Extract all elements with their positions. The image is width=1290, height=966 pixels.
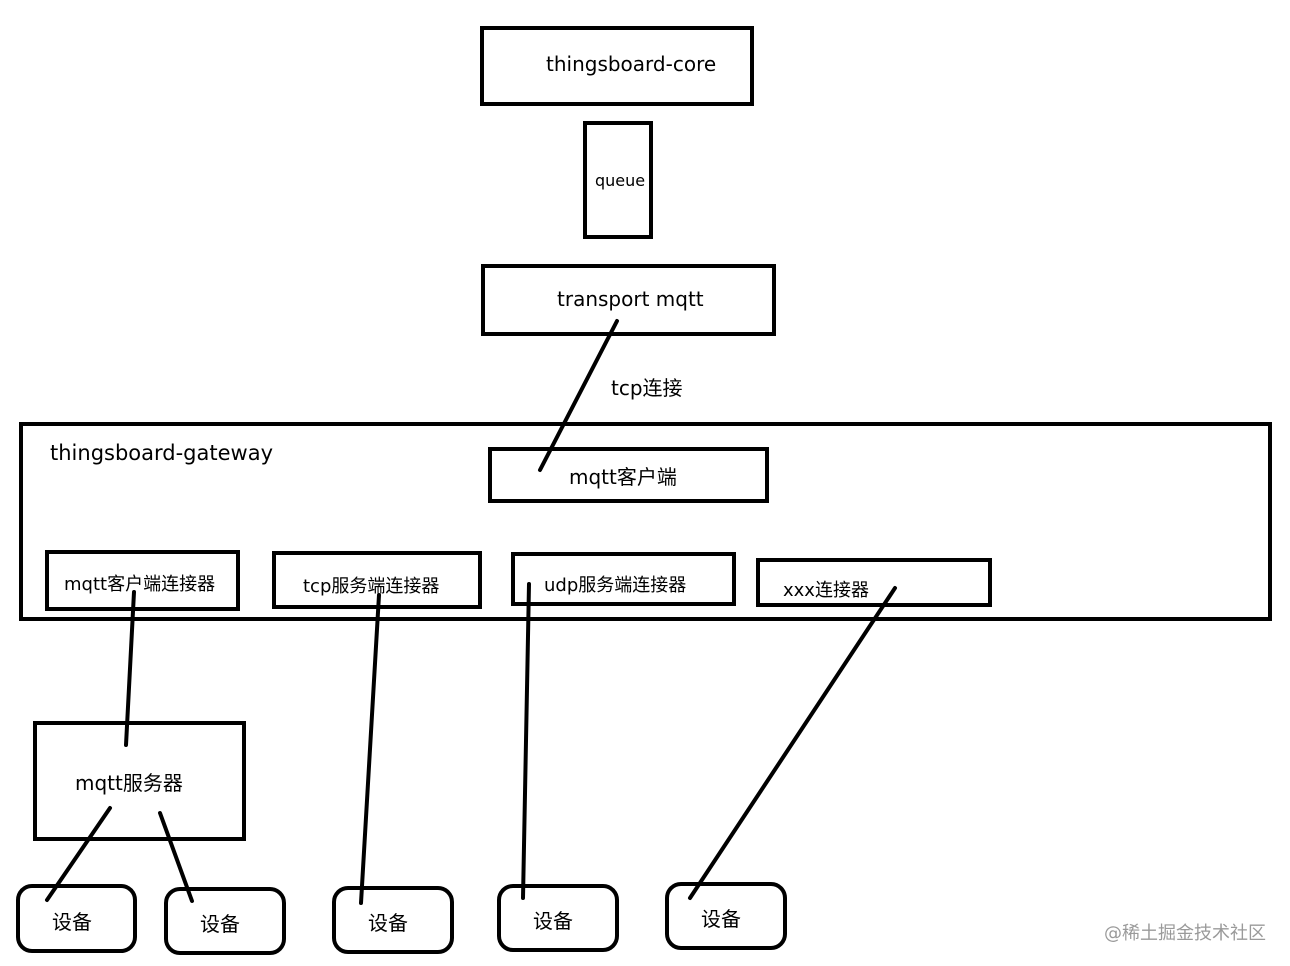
queue-box bbox=[583, 121, 653, 239]
line-mqtt-server-to-device-2 bbox=[158, 811, 194, 903]
queue-label: queue bbox=[595, 171, 646, 190]
device-label: 设备 bbox=[533, 909, 573, 933]
line-mqtt-server-to-device-1 bbox=[45, 806, 112, 902]
device-label: 设备 bbox=[200, 912, 240, 936]
line-transport-to-mqtt-client bbox=[538, 319, 619, 472]
transport-mqtt-label: transport mqtt bbox=[557, 287, 704, 311]
line-xxx-connector-to-device bbox=[688, 586, 897, 900]
thingsboard-core-box bbox=[480, 26, 754, 106]
connector-mqtt-client-label: mqtt客户端连接器 bbox=[64, 574, 216, 595]
tcp-connection-label: tcp连接 bbox=[611, 376, 683, 400]
device-box bbox=[665, 882, 787, 950]
device-label: 设备 bbox=[52, 910, 92, 934]
connector-tcp-server-label: tcp服务端连接器 bbox=[303, 576, 440, 597]
connector-mqtt-client-box bbox=[45, 550, 240, 611]
connector-xxx-label: xxx连接器 bbox=[783, 580, 869, 601]
connector-udp-server-label: udp服务端连接器 bbox=[544, 575, 687, 596]
line-tcp-connector-to-device bbox=[359, 593, 381, 905]
device-label: 设备 bbox=[701, 907, 741, 931]
mqtt-client-label: mqtt客户端 bbox=[569, 465, 677, 489]
connector-udp-server-box bbox=[511, 552, 736, 606]
device-box bbox=[497, 884, 619, 952]
mqtt-server-label: mqtt服务器 bbox=[75, 771, 183, 795]
gateway-title: thingsboard-gateway bbox=[50, 441, 274, 465]
device-box bbox=[16, 884, 137, 953]
line-udp-connector-to-device bbox=[521, 582, 531, 900]
connector-xxx-box bbox=[756, 558, 992, 607]
gateway-box bbox=[19, 422, 1272, 621]
device-box bbox=[332, 886, 454, 954]
transport-mqtt-box bbox=[481, 264, 776, 336]
device-box bbox=[164, 887, 286, 955]
watermark: @稀土掘金技术社区 bbox=[1104, 923, 1266, 944]
mqtt-client-box bbox=[488, 447, 769, 503]
device-label: 设备 bbox=[368, 911, 408, 935]
mqtt-server-box bbox=[33, 721, 246, 841]
thingsboard-core-label: thingsboard-core bbox=[546, 52, 717, 76]
line-connector-to-mqtt-server bbox=[124, 590, 136, 747]
